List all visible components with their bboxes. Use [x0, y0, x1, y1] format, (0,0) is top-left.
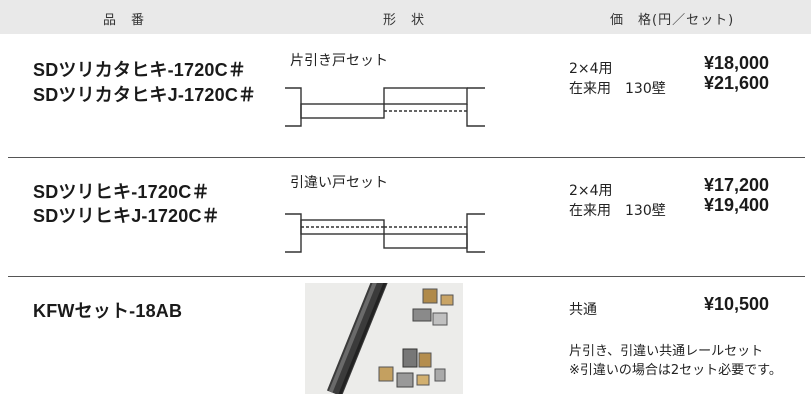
- price-value: ¥19,400: [704, 195, 770, 215]
- product-name: SDツリカタヒキ-1720C＃: [33, 60, 247, 80]
- header-shape: 形 状: [383, 13, 426, 28]
- rail-set-photo: [305, 275, 463, 397]
- price-value: ¥21,600: [704, 73, 770, 93]
- shape-label: 引違い戸セット: [290, 175, 388, 191]
- price-value: ¥18,000: [704, 53, 770, 73]
- row-divider: [8, 276, 805, 277]
- product-name: KFWセット-18AB: [33, 301, 183, 321]
- note-text: 片引き、引違い共通レールセット: [569, 344, 764, 359]
- price-value: ¥17,200: [704, 175, 770, 195]
- shape-label: 片引き戸セット: [290, 53, 388, 69]
- header-product: 品 番: [103, 13, 146, 28]
- price-value: ¥10,500: [704, 294, 770, 314]
- price-label: 共通: [569, 302, 597, 318]
- product-name: SDツリヒキ-1720C＃: [33, 182, 210, 202]
- price-label: 在来用 130壁: [569, 203, 666, 219]
- product-name: SDツリカタヒキJ-1720C＃: [33, 85, 257, 105]
- product-name: SDツリヒキJ-1720C＃: [33, 206, 220, 226]
- price-label: 在来用 130壁: [569, 81, 666, 97]
- header-price: 価 格(円／セット): [610, 13, 735, 28]
- table-header: [0, 0, 811, 34]
- note-text: ※引違いの場合は2セット必要です。: [569, 363, 782, 378]
- double-sliding-door-diagram: [285, 213, 485, 253]
- price-label: 2×4用: [569, 61, 613, 77]
- row-divider: [8, 157, 805, 158]
- single-sliding-door-diagram: [285, 87, 485, 127]
- price-label: 2×4用: [569, 183, 613, 199]
